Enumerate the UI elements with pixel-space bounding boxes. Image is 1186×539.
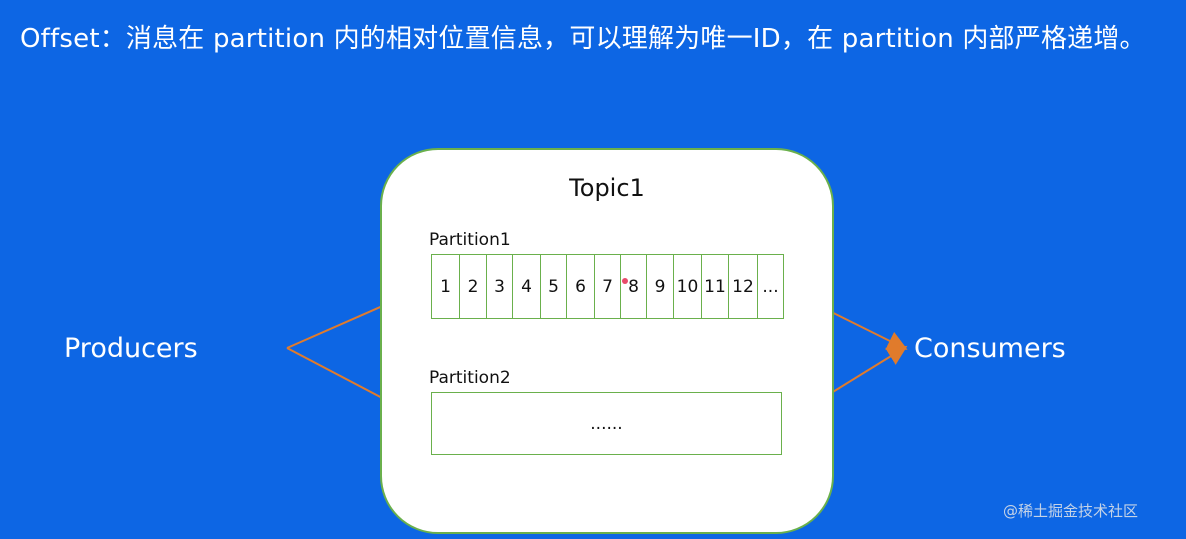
offset-cell: 12 [729, 255, 758, 318]
offset-cell: 1 [432, 255, 460, 318]
watermark: @稀土掘金技术社区 [1003, 502, 1139, 520]
offset-cell: ... [758, 255, 784, 318]
offset-cell: 7 [595, 255, 621, 318]
offset-cell: 10 [674, 255, 702, 318]
consumers-label: Consumers [914, 333, 1066, 364]
offset-cell: 6 [567, 255, 595, 318]
offset-cell: 3 [487, 255, 513, 318]
offset-cell: 8 [621, 255, 647, 318]
offset-cell: 4 [513, 255, 541, 318]
offset-cell: 5 [541, 255, 567, 318]
offset-marker-dot [622, 278, 628, 284]
partition1-label: Partition1 [429, 230, 511, 250]
slide-title: Offset：消息在 partition 内的相对位置信息，可以理解为唯一ID，… [20, 24, 1146, 54]
offset-cell: 2 [460, 255, 487, 318]
topic-label: Topic1 [569, 174, 645, 202]
producers-label: Producers [64, 333, 198, 364]
partition2-label: Partition2 [429, 368, 511, 388]
partition2-box: ...... [431, 392, 782, 455]
offset-cell: 9 [647, 255, 674, 318]
offset-cell: 11 [702, 255, 729, 318]
